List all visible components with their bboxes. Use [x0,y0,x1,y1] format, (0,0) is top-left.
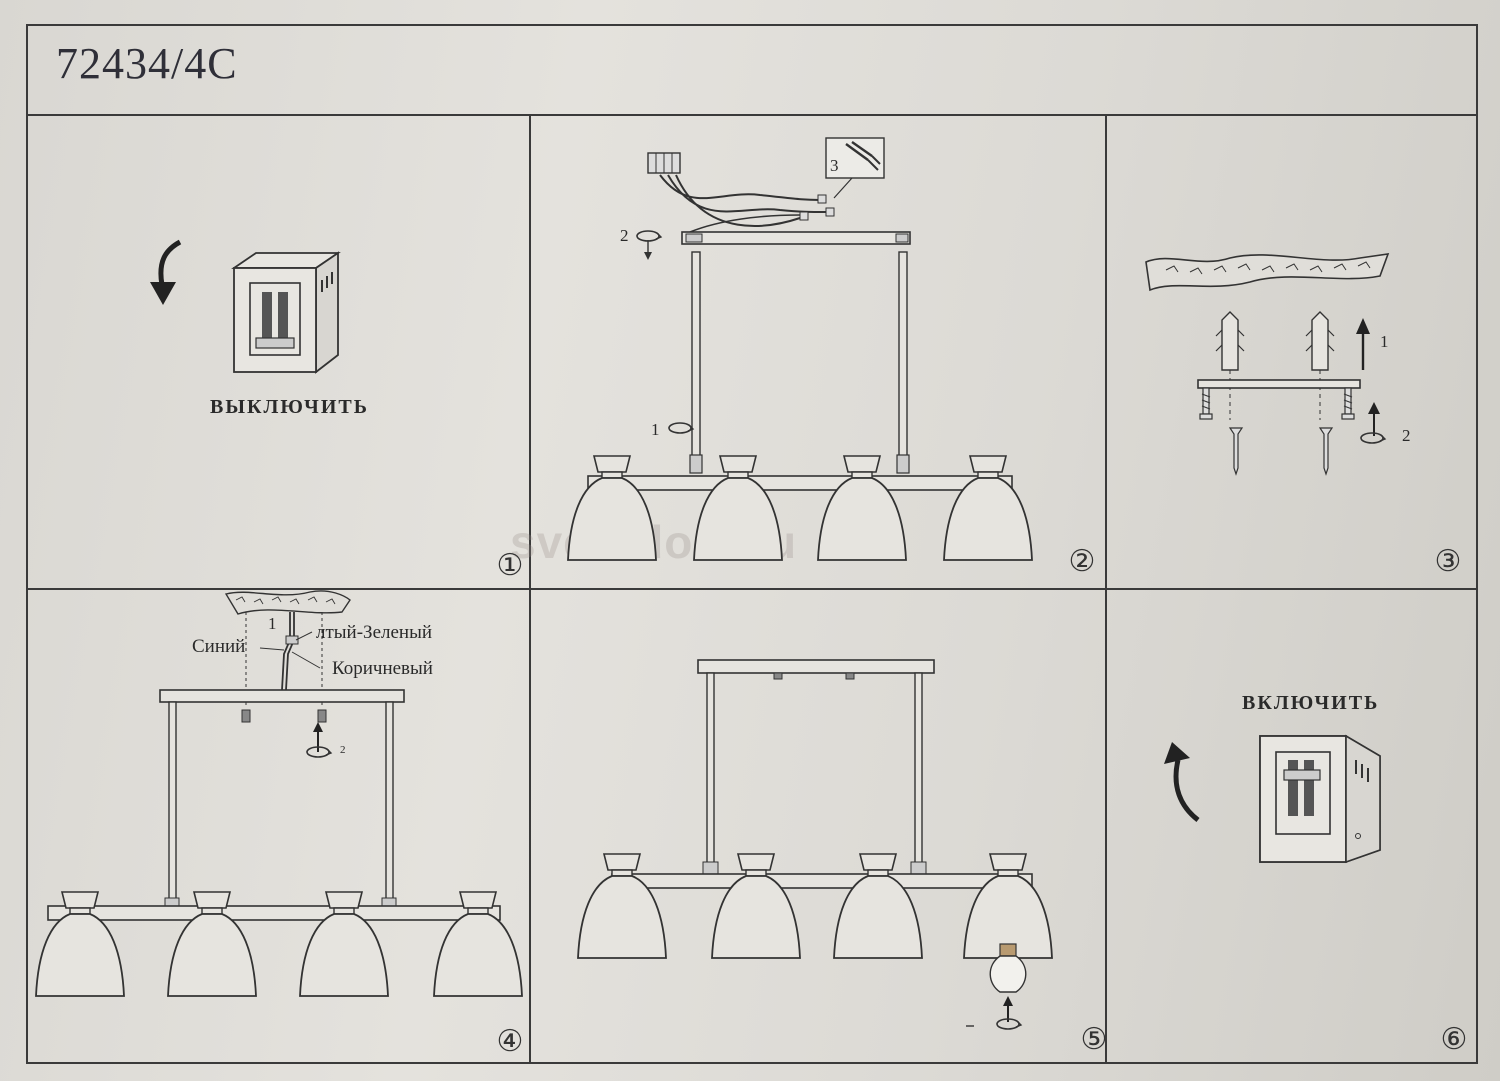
rotate-arrow-icon [668,422,694,434]
column-divider-1 [529,114,531,1064]
wire-blue-label: Синий [192,636,246,657]
pliers-icon [825,137,885,199]
wire-yellow-green-label: лтый-Зеленый [316,622,433,643]
light-switch-on-icon [1259,734,1381,864]
panel-3-step-1: 1 [1380,332,1389,351]
panel-5-drawing [577,659,1053,1030]
rotate-arrow-icon [636,230,662,242]
wire-brown-label: Коричневый [332,658,433,679]
panel-2-step-3: 3 [830,156,839,175]
arrow-up-icon [1173,759,1200,822]
panel-4-step-2: 2 [340,744,346,756]
panel-number-1: ① [496,549,524,582]
sheet-frame [26,24,1478,1064]
panel-1-drawing [150,239,341,374]
panel-2-drawing [567,137,1033,561]
header-divider [26,114,1478,116]
switch-on-label: ВКЛЮЧИТЬ [1242,692,1380,714]
model-number: 72434/4C [56,39,238,88]
panel-4-step-1: 1 [268,614,277,633]
shade-2 [693,455,783,561]
row-divider [26,588,1478,590]
panel-number-6: ⑥ [1440,1023,1468,1056]
shade-3 [817,455,907,561]
screw-right [1318,427,1334,476]
panel-number-2: ② [1068,545,1096,578]
light-switch-off-icon [231,251,341,374]
panel-4-drawing [35,590,523,997]
panel-3-drawing [1145,253,1390,476]
arrow-down-icon [158,239,182,286]
panel-number-5: ⑤ [1080,1023,1108,1056]
panel-number-4: ④ [496,1025,524,1058]
wall-plug-left [1215,311,1245,371]
shade-1 [567,455,657,561]
panel-number-3: ③ [1434,545,1462,578]
panel-2-step-2: 2 [620,226,629,245]
screw-left [1228,427,1244,476]
panel-2-step-1: 1 [651,420,660,439]
panel-6-drawing [1164,734,1381,864]
switch-off-label: ВЫКЛЮЧИТЬ [210,396,369,418]
light-bulb-icon [989,943,1027,993]
panel-3-step-2: 2 [1402,426,1411,445]
wall-plug-right [1305,311,1335,371]
ceiling [224,590,351,615]
ceiling [1145,253,1390,292]
shade-4 [943,455,1033,561]
column-divider-2 [1105,114,1107,1064]
